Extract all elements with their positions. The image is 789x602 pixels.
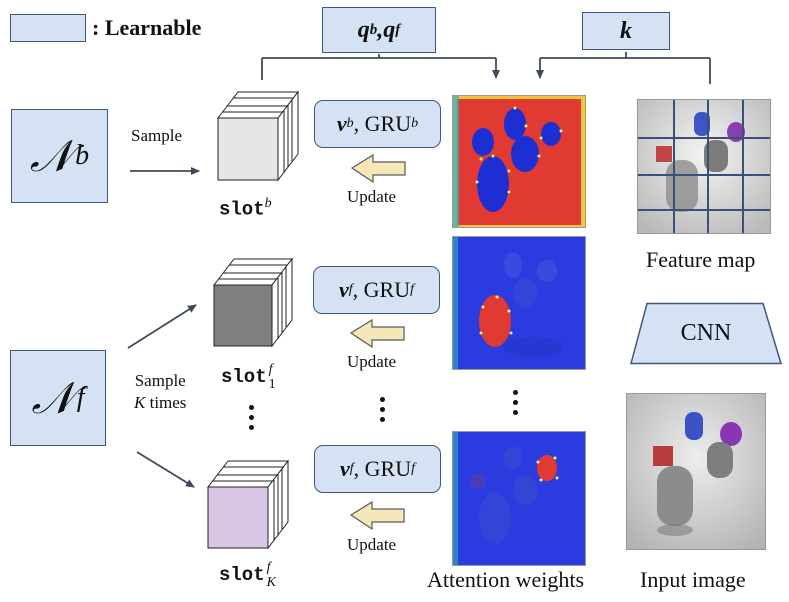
gru-fK-text: , GRU xyxy=(353,456,412,481)
update-arrow-f1 xyxy=(349,318,405,349)
key-symbol: k xyxy=(620,17,632,44)
normal-symbol-f: 𝒩 xyxy=(31,373,74,423)
update-label-fK: Update xyxy=(347,535,397,554)
attention-map-slot-1 xyxy=(452,236,586,370)
gru-f1-text: , GRU xyxy=(352,277,411,302)
cnn-label: CNN xyxy=(680,320,732,346)
slot-fK-sup: f xyxy=(266,560,271,575)
query-separator: , xyxy=(377,16,384,43)
update-label-f1: Update xyxy=(347,352,397,371)
key-box: k xyxy=(582,12,670,50)
query-f-symbol: q xyxy=(383,16,396,43)
sample-label-b: Sample xyxy=(131,126,182,145)
v-b-sup: b xyxy=(346,116,354,131)
normal-symbol-b: 𝒩 xyxy=(29,131,73,181)
legend-label: : Learnable xyxy=(92,15,202,40)
slot-b-label: slotb xyxy=(219,196,272,220)
attention-map-background xyxy=(452,95,586,228)
query-b-sup: b xyxy=(369,21,378,38)
slot-f1-sup: f xyxy=(268,362,273,377)
gru-b-text: , GRU xyxy=(353,111,412,136)
query-bracket xyxy=(261,54,500,80)
attention-map-slot-K xyxy=(452,431,586,566)
slot-b-sup: b xyxy=(264,196,272,211)
sample-arrow-fK xyxy=(136,451,195,488)
gru-f1-sup: f xyxy=(410,282,414,297)
ellipsis-slots xyxy=(249,405,255,435)
normal-sup-f: f xyxy=(76,382,85,413)
sample-k-symbol: K xyxy=(134,393,146,412)
query-b-symbol: q xyxy=(357,16,370,43)
cnn-block: CNN xyxy=(629,302,783,365)
slot-b-name: slot xyxy=(219,198,265,221)
input-image xyxy=(626,393,766,550)
v-fK-symbol: v xyxy=(340,456,350,481)
feature-map-caption: Feature map xyxy=(646,247,756,272)
update-arrow-b xyxy=(350,153,406,184)
update-label-b: Update xyxy=(347,187,397,206)
slot-fK-name: slot xyxy=(219,564,265,587)
slot-fK-sub: K xyxy=(266,575,276,590)
sample-times-text: times xyxy=(145,393,187,412)
normal-sup-b: b xyxy=(75,140,90,171)
slot-f1-cube xyxy=(212,257,294,348)
query-f-sup: f xyxy=(395,21,401,38)
slot-b-cube xyxy=(216,90,300,182)
gru-b-sup: b xyxy=(411,116,419,131)
attention-weights-caption: Attention weights xyxy=(427,567,585,592)
key-bracket xyxy=(536,52,711,84)
v-f1-symbol: v xyxy=(339,277,349,302)
slot-fK-label: slot f K xyxy=(219,560,276,590)
v-fK-sup: f xyxy=(349,461,354,476)
slot-f1-sub: 1 xyxy=(268,377,276,392)
gru-fK-sup: f xyxy=(411,461,415,476)
ellipsis-attention xyxy=(513,390,519,420)
feature-map-image xyxy=(637,99,771,234)
sample-label-f-line1: Sample xyxy=(134,371,186,390)
sample-label-f: Sample K times xyxy=(134,370,186,414)
sample-arrow-f1 xyxy=(127,304,197,349)
slot-f1-name: slot xyxy=(221,366,267,389)
ellipsis-updates xyxy=(380,397,386,427)
legend-swatch xyxy=(10,14,86,42)
input-image-caption: Input image xyxy=(640,567,746,592)
v-f1-sup: f xyxy=(348,282,353,297)
slot-fK-cube xyxy=(206,459,290,550)
v-b-symbol: v xyxy=(336,111,347,136)
slot-f1-label: slot f 1 xyxy=(221,362,276,392)
update-arrow-fK xyxy=(349,500,405,531)
